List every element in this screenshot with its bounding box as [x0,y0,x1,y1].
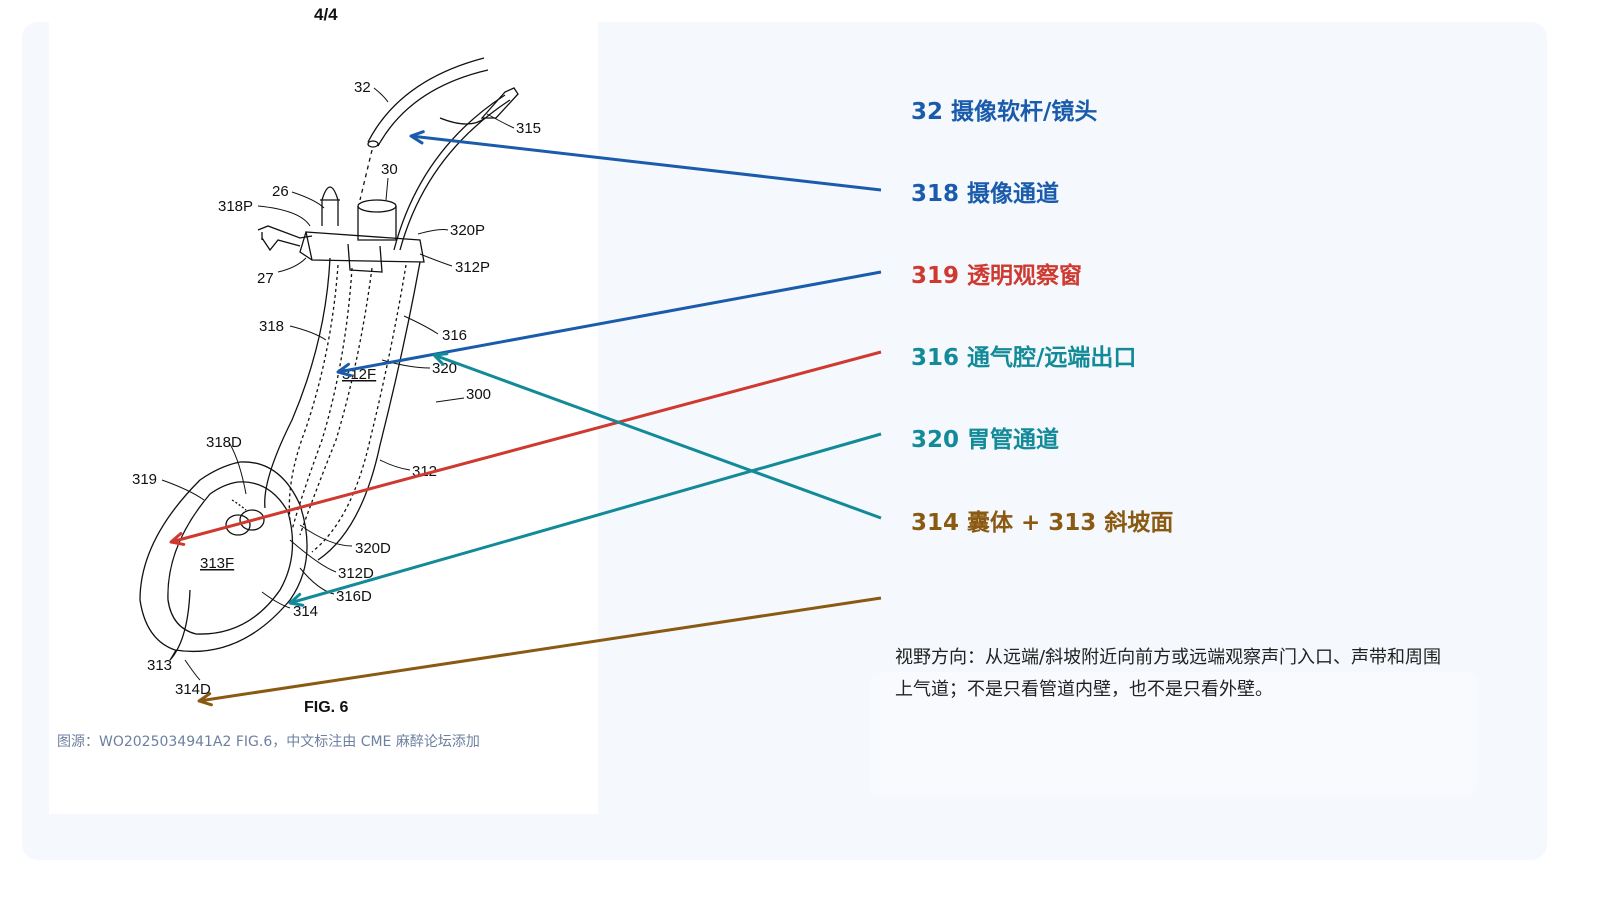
legend-text: 320 胃管通道 [911,427,1060,453]
arrow-313-ramp [198,596,882,703]
label-318P: 318P [218,198,253,215]
figure-title: FIG. 6 [304,699,349,716]
arrow-head [197,692,213,707]
label-313: 313 [147,657,172,674]
legend-item-318: 318 摄像通道 [911,174,1059,208]
arrow-314-cuff [433,353,882,520]
label-26: 26 [272,183,289,200]
device-outline [139,57,519,661]
label-316D: 316D [336,588,372,605]
note-box [870,672,1477,796]
figure-caption: 图源：WO2025034941A2 FIG.6，中文标注由 CME 麻醉论坛添加 [57,734,480,750]
legend-text: 32 摄像软杆/镜头 [911,99,1098,125]
label-318: 318 [259,318,284,335]
view-direction-note: 视野方向：从远端/斜坡附近向前方或远端观察声门入口、声带和周围上气道；不是只看管… [895,647,1442,700]
arrow-316-airway [170,350,882,544]
legend-item-319: 319 透明观察窗 [911,256,1082,290]
arrow-head [336,362,353,377]
label-312P: 312P [455,259,490,276]
arrow-head [288,592,305,607]
label-316: 316 [442,327,467,344]
label-314: 314 [293,603,318,620]
legend-text: 318 摄像通道 [911,181,1060,207]
legend-item-314: 314 囊体 + 313 斜坡面 [911,503,1173,537]
page-number: 4/4 [314,5,338,24]
label-27: 27 [257,270,274,287]
arrow-318-camera-channel [410,134,882,192]
legend-text: 319 透明观察窗 [911,263,1083,289]
label-30: 30 [381,161,398,178]
label-313F: 313F [200,555,234,572]
arrow-head [432,352,449,366]
label-318D: 318D [206,434,242,451]
label-315: 315 [516,120,541,137]
legend-text: 316 通气腔/远端出口 [911,345,1137,371]
arrow-head [169,532,186,546]
legend-item-316: 316 通气腔/远端出口 [911,338,1136,372]
label-312D: 312D [338,565,374,582]
legend-item-320: 320 胃管通道 [911,420,1059,454]
label-320: 320 [432,360,457,377]
legend-item-32: 32 摄像软杆/镜头 [911,92,1097,126]
label-320D: 320D [355,540,391,557]
label-320P: 320P [450,222,485,239]
label-300: 300 [466,386,491,403]
arrow-319-window [337,270,882,374]
arrow-head [409,130,425,145]
legend-text: 314 囊体 + 313 斜坡面 [911,510,1174,536]
leader-lines [161,87,515,681]
label-314D: 314D [175,681,211,698]
arrow-320-gastric [289,432,882,605]
label-32: 32 [354,79,371,96]
label-319: 319 [132,471,157,488]
